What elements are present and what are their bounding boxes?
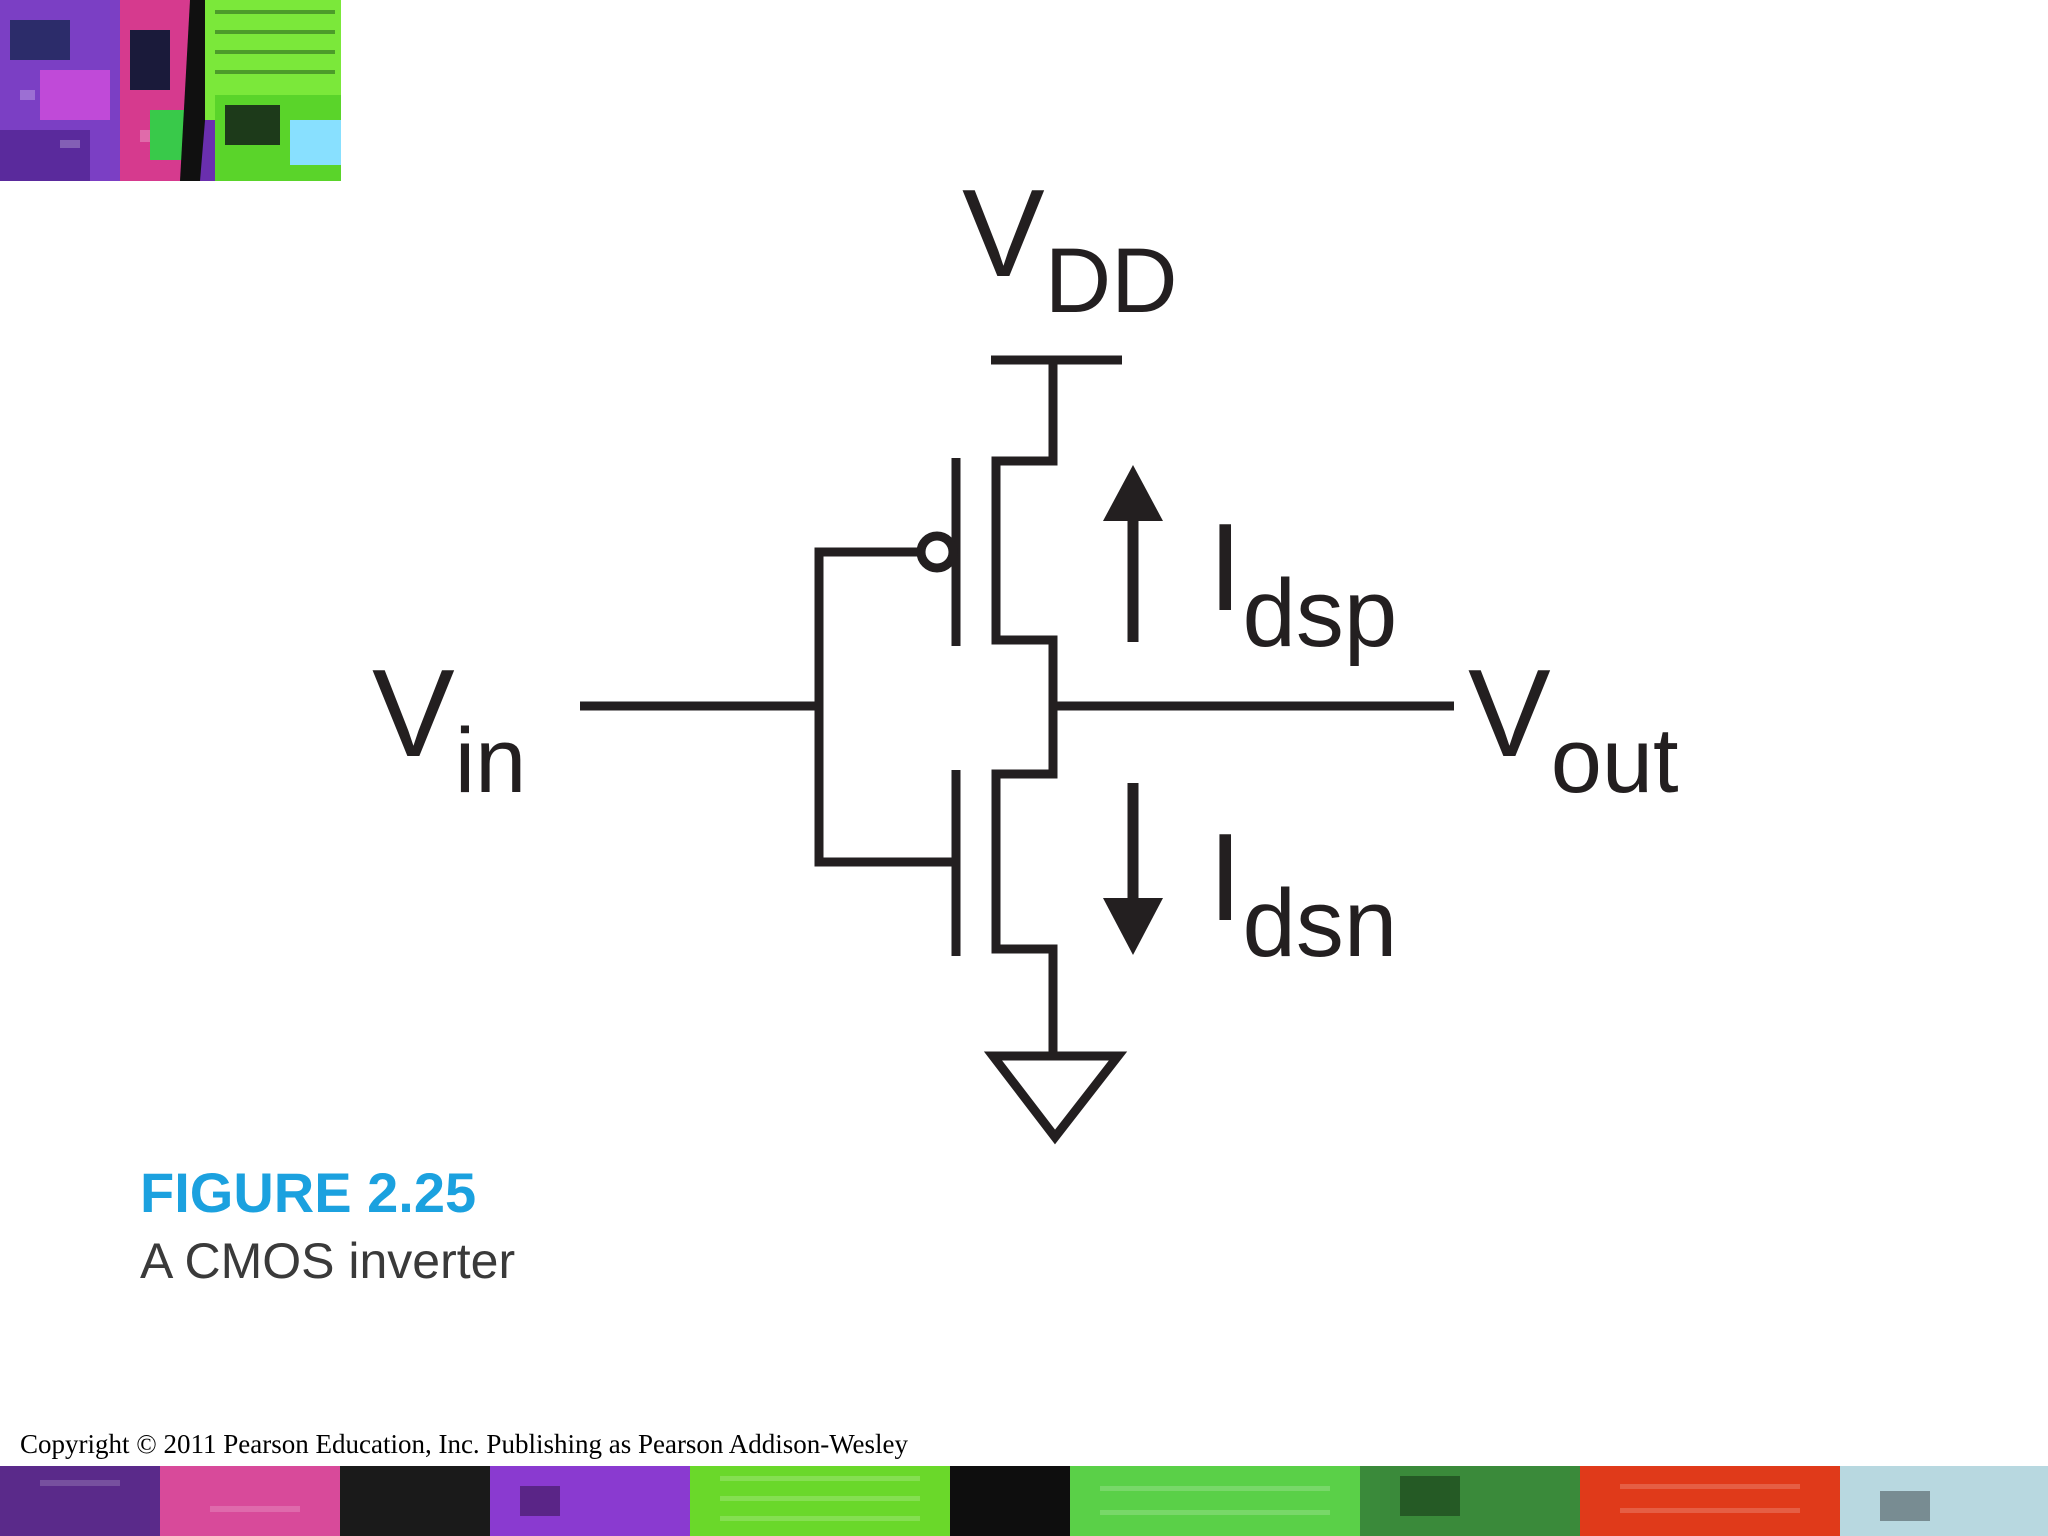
vout-label-main: V [1468,645,1551,783]
chip-die-thumbnail [0,0,341,181]
vin-label-sub: in [454,710,527,812]
pmos-source-wire [991,360,1058,706]
figure-caption: A CMOS inverter [140,1233,516,1289]
pmos-gate-bubble [916,531,958,573]
idsn-label-sub: dsn [1242,870,1398,977]
vin-label-main: V [372,645,455,783]
nmos-drain-wire [991,706,1058,1053]
idsn-label-main: I [1208,809,1243,947]
vdd-label-main: V [962,165,1045,303]
vin-label: Vin [372,652,526,807]
idsp-label: Idsp [1208,506,1397,662]
ground-symbol [983,1051,1128,1145]
gate-input-wire [814,547,956,867]
vout-label: Vout [1468,652,1679,807]
vout-label-sub: out [1550,710,1679,812]
idsn-label: Idsn [1208,816,1397,972]
vdd-label: VDD [962,172,1178,327]
figure-number: FIGURE 2.25 [140,1161,477,1224]
idsp-label-sub: dsp [1242,560,1398,667]
idsn-arrow-head [1103,898,1163,955]
idsp-label-main: I [1208,499,1243,637]
copyright-notice: Copyright © 2011 Pearson Education, Inc.… [20,1429,908,1459]
chip-die-banner [0,1466,2048,1536]
idsp-arrow-head [1103,465,1163,521]
cmos-inverter-schematic [580,355,1454,1145]
vdd-label-sub: DD [1044,230,1178,332]
